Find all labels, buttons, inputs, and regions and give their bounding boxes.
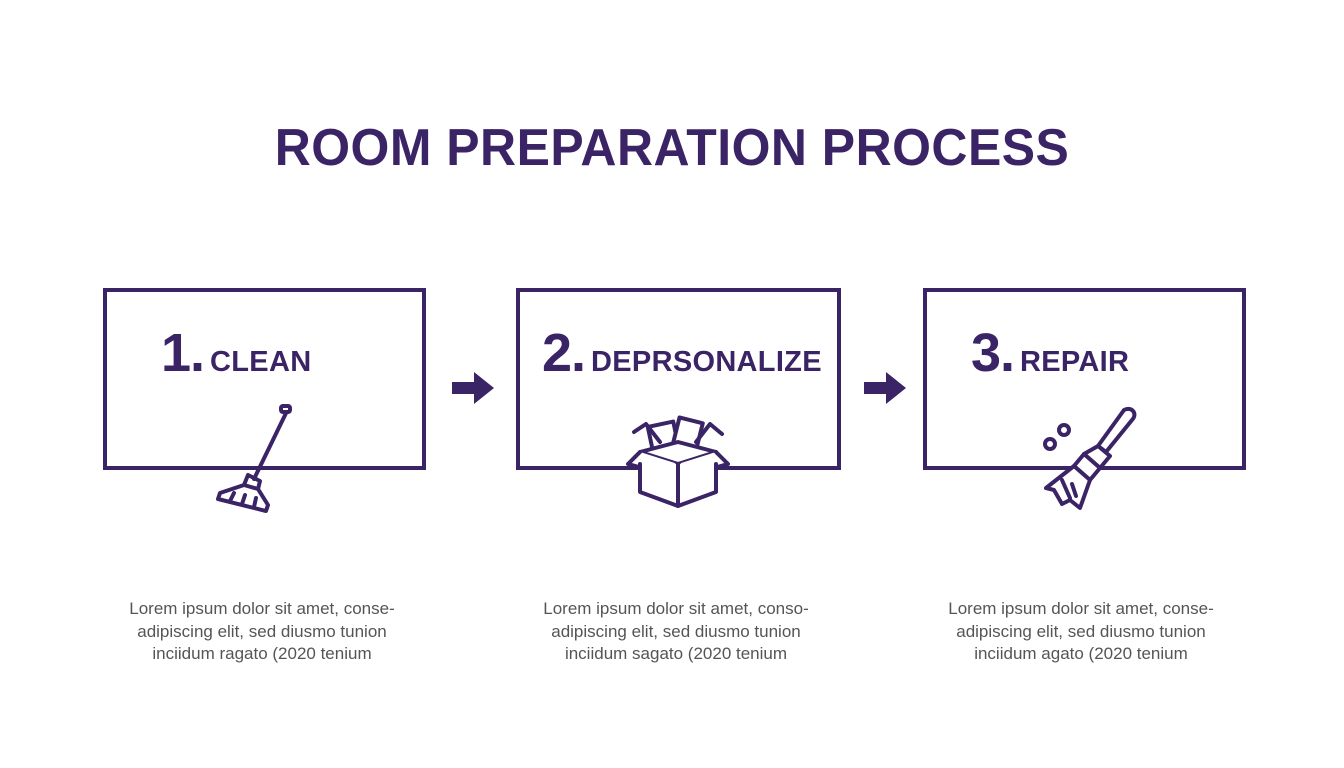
step-number: 2. xyxy=(542,323,586,383)
mop-icon xyxy=(216,404,292,513)
step-label: REPAIR xyxy=(1020,346,1130,378)
page-title: ROOM PREPARATION PROCESS xyxy=(274,119,1070,177)
step-description-depersonalize: Lorem ipsum dolor sit amet, conso- adipi… xyxy=(543,599,809,663)
step-label: DEPRSONALIZE xyxy=(591,346,822,378)
step-heading: 3. REPAIR xyxy=(971,322,1129,384)
arrow-right-icon xyxy=(864,372,906,404)
arrow-right-icon xyxy=(452,372,494,404)
step-label: CLEAN xyxy=(210,346,312,378)
step-heading: 2. DEPRSONALIZE xyxy=(542,322,822,384)
paint-brush-icon xyxy=(1043,407,1137,510)
step-heading: 1. CLEAN xyxy=(161,322,311,384)
step-number: 3. xyxy=(971,323,1015,383)
step-description-clean: Lorem ipsum dolor sit amet, conse- adipi… xyxy=(129,599,395,663)
step-description-repair: Lorem ipsum dolor sit amet, conse- adipi… xyxy=(948,599,1214,663)
step-card-clean: 1. CLEAN xyxy=(103,288,426,470)
open-box-icon xyxy=(626,415,730,508)
step-number: 1. xyxy=(161,323,205,383)
